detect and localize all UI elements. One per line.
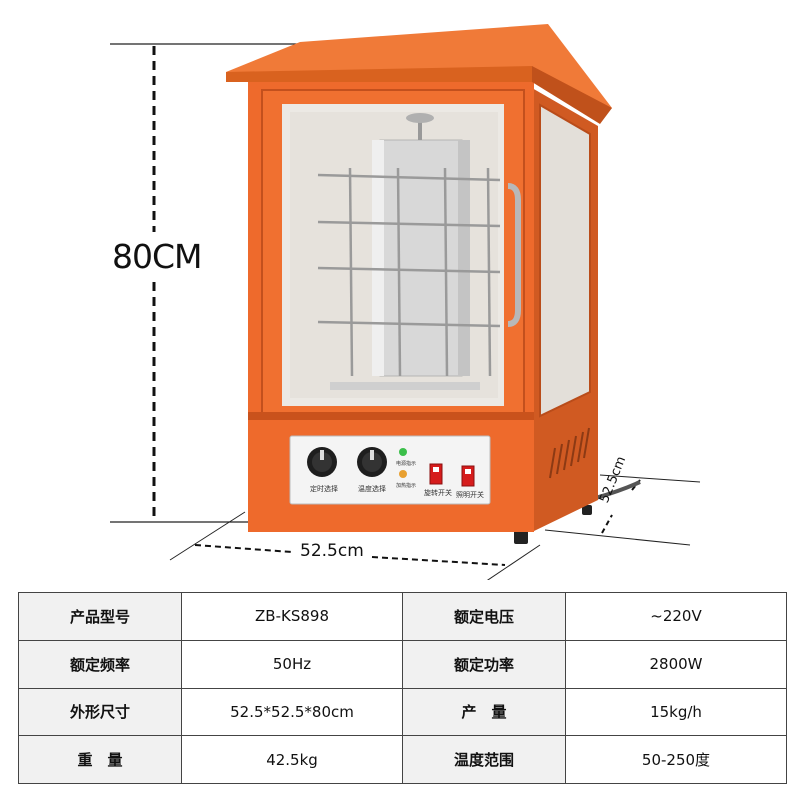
- spec-label-weight: 重 量: [18, 735, 182, 784]
- table-row: 额定频率 50Hz 额定功率 2800W: [18, 639, 787, 689]
- spec-value-power: 2800W: [565, 639, 787, 689]
- spec-label-power: 额定功率: [402, 639, 566, 689]
- spec-value-frequency: 50Hz: [181, 639, 403, 689]
- table-row: 重 量 42.5kg 温度范围 50-250度: [18, 735, 787, 784]
- table-row: 产品型号 ZB-KS898 额定电压 ~220V: [18, 592, 787, 641]
- spec-label-frequency: 额定频率: [18, 639, 182, 689]
- spec-label-temperature-range: 温度范围: [402, 735, 566, 784]
- light-switch[interactable]: [461, 465, 475, 487]
- spec-value-model: ZB-KS898: [181, 592, 403, 641]
- width-dimension-label: 52.5cm: [300, 541, 364, 561]
- spec-value-size: 52.5*52.5*80cm: [181, 687, 403, 737]
- rotate-switch[interactable]: [429, 463, 443, 485]
- timer-knob[interactable]: [307, 447, 337, 477]
- power-indicator-label: 电源指示: [396, 461, 417, 467]
- temperature-knob[interactable]: [357, 447, 387, 477]
- door-handle[interactable]: [507, 183, 521, 327]
- temperature-knob-label: 温度选择: [358, 485, 386, 493]
- product-illustration: 定时选择 温度选择 电源指示 加热指示 旋转开关 照明开关 80CM 52.5c…: [110, 24, 701, 593]
- rotating-rack: [317, 113, 501, 390]
- height-dimension-label: 80CM: [112, 237, 203, 276]
- spec-value-voltage: ~220V: [565, 592, 787, 641]
- side-vents: [549, 427, 590, 479]
- spec-value-output: 15kg/h: [565, 687, 787, 737]
- power-indicator-light: [399, 448, 407, 456]
- roof-front-edge: [226, 66, 532, 82]
- spec-label-model: 产品型号: [18, 592, 182, 641]
- oven-drawing: [110, 24, 701, 593]
- side-glass: [539, 103, 591, 418]
- spec-value-temperature-range: 50-250度: [565, 735, 787, 784]
- light-switch-label: 照明开关: [456, 491, 484, 499]
- spec-label-output: 产 量: [402, 687, 566, 737]
- height-dimension-line: [110, 43, 300, 523]
- heat-indicator-light: [399, 470, 407, 478]
- spec-table: 产品型号 ZB-KS898 额定电压 ~220V 额定频率 50Hz 额定功率 …: [18, 592, 787, 784]
- spec-label-size: 外形尺寸: [18, 687, 182, 737]
- control-panel: [289, 435, 491, 505]
- spec-value-weight: 42.5kg: [181, 735, 403, 784]
- spec-label-voltage: 额定电压: [402, 592, 566, 641]
- timer-knob-label: 定时选择: [310, 485, 338, 493]
- table-row: 外形尺寸 52.5*52.5*80cm 产 量 15kg/h: [18, 687, 787, 737]
- rotate-switch-label: 旋转开关: [424, 489, 452, 497]
- heat-indicator-label: 加热指示: [396, 483, 417, 489]
